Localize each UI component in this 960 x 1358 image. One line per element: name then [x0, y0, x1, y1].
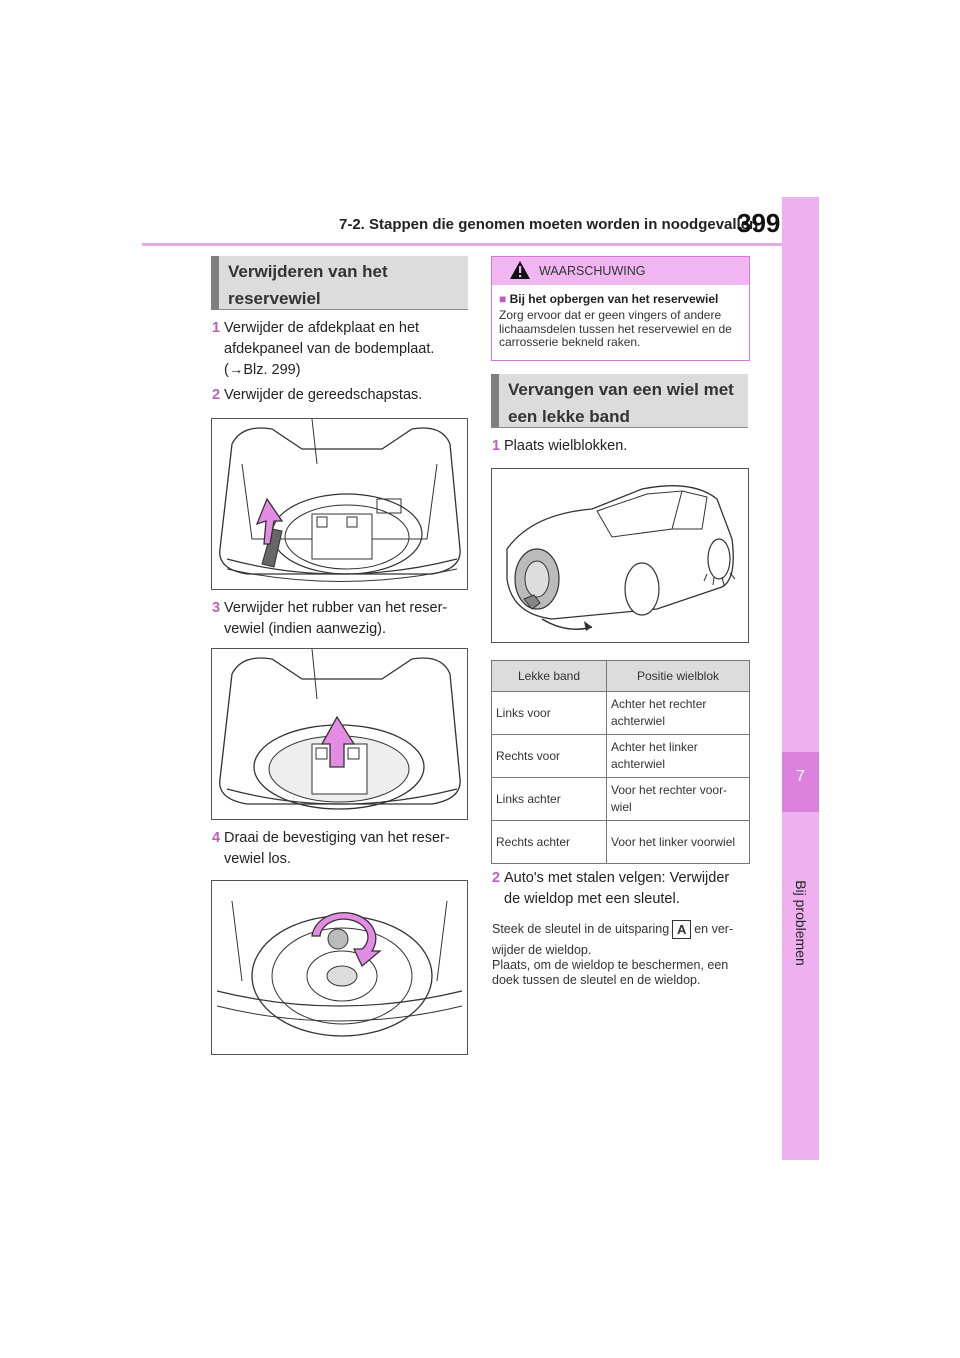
trunk-tray-illustration	[219, 418, 461, 582]
step-3: 3 Verwijder het rubber van het reser- ve…	[212, 600, 448, 637]
section-heading-replace-wheel: Vervangen van een wiel met een lekke ban…	[491, 374, 748, 428]
figure-trunk-tray	[211, 418, 468, 590]
page-number: 399	[737, 208, 781, 238]
step-4: 4 Draai de bevestiging van het reser- ve…	[212, 830, 450, 867]
warning-header: WAARSCHUWING	[492, 257, 749, 285]
step-1: 1 Verwijder de afdekplaat en het afdekpa…	[212, 320, 435, 378]
chapter-number: 7	[796, 768, 805, 785]
chock-position-table: Lekke band Positie wielblok Links voor A…	[491, 660, 750, 864]
step-remove-hubcap: 2 Auto's met stalen velgen: Verwijder de…	[492, 870, 730, 907]
car-chock-illustration	[506, 485, 736, 631]
figure-spare-bolt	[211, 880, 468, 1055]
header-rule	[142, 243, 782, 246]
table-header: Lekke band	[491, 660, 607, 692]
warning-title: WAARSCHUWING	[539, 264, 646, 278]
chapter-label: Bij problemen	[792, 880, 809, 966]
table-row: Links achter Voor het rechter voor-wiel	[491, 777, 750, 821]
warning-icon	[510, 261, 530, 279]
figure-spare-rubber	[211, 648, 468, 820]
spare-bolt-illustration	[216, 900, 463, 1037]
section-heading-remove-spare: Verwijderen van het reservewiel	[211, 256, 468, 310]
chapter-number-tab	[782, 752, 819, 812]
table-header: Positie wielblok	[606, 660, 750, 692]
spare-rubber-illustration	[219, 648, 461, 810]
chapter-side-tab	[782, 197, 819, 1160]
warning-box: WAARSCHUWING ■ Bij het opbergen van het …	[491, 256, 750, 361]
figure-car-chocks	[491, 468, 749, 643]
table-row: Rechts voor Achter het linker achterwiel	[491, 734, 750, 778]
table-row: Links voor Achter het rechter achterwiel	[491, 691, 750, 735]
section-title: 7-2. Stappen die genomen moeten worden i…	[339, 216, 759, 233]
table-row: Rechts achter Voor het linker voorwiel	[491, 820, 750, 864]
warning-subheading: ■ Bij het opbergen van het reservewiel	[499, 292, 719, 306]
callout-a-label: A	[672, 920, 692, 939]
warning-body: Zorg ervoor dat er geen vingers of ander…	[499, 308, 732, 349]
